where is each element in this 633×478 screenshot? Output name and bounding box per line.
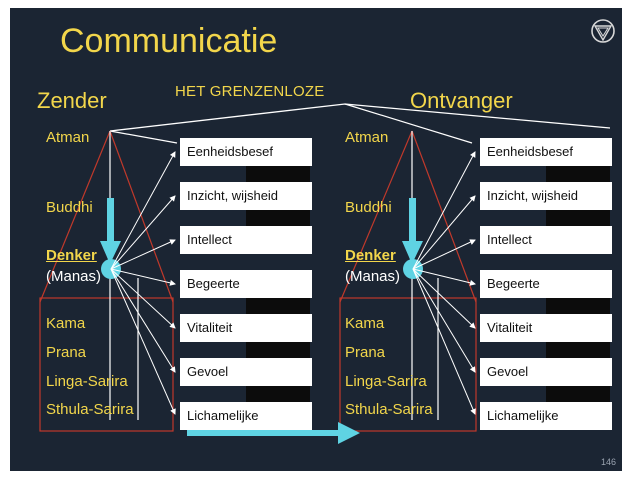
receiver-separator [546, 339, 610, 361]
receiver-denker: Denker [345, 247, 396, 264]
grenzenloze-label: HET GRENZENLOZE [175, 83, 325, 100]
receiver-separator [546, 163, 610, 185]
receiver-box-eenheidsbesef: Eenheidsbesef [480, 138, 612, 166]
sender-separator [246, 295, 310, 317]
receiver-separator [546, 383, 610, 405]
sender-prana: Prana [46, 344, 87, 361]
receiver-manas: (Manas) [345, 268, 401, 285]
sender-separator [246, 163, 310, 185]
sender-separator [246, 383, 310, 405]
sender-box-gevoel: Gevoel [180, 358, 312, 386]
slide-title: Communicatie [60, 22, 278, 60]
slide: Communicatie Zender HET GRENZENLOZE Ontv… [10, 8, 622, 471]
receiver-sthula-sarira: Sthula-Sarira [345, 401, 433, 418]
connector-lines [39, 103, 611, 444]
sender-box-intellect: Intellect [180, 226, 312, 254]
receiver-kama: Kama [345, 315, 385, 332]
receiver-separator [546, 207, 610, 229]
sender-box-vitaliteit: Vitaliteit [180, 314, 312, 342]
receiver-buddhi: Buddhi [345, 199, 392, 216]
receiver-atman: Atman [345, 129, 389, 146]
sender-box-eenheidsbesef: Eenheidsbesef [180, 138, 312, 166]
sender-box-begeerte: Begeerte [180, 270, 312, 298]
sender-kama: Kama [46, 315, 86, 332]
receiver-heading: Ontvanger [410, 88, 513, 113]
sender-heading: Zender [37, 88, 107, 113]
receiver-box-gevoel: Gevoel [480, 358, 612, 386]
receiver-box-lichamelijke: Lichamelijke [480, 402, 612, 430]
triangle-emblem-icon [591, 19, 615, 43]
sender-manas: (Manas) [46, 268, 102, 285]
sender-atman: Atman [46, 129, 90, 146]
receiver-box-vitaliteit: Vitaliteit [480, 314, 612, 342]
receiver-separator [546, 295, 610, 317]
sender-box-inzicht: Inzicht, wijsheid [180, 182, 312, 210]
receiver-box-begeerte: Begeerte [480, 270, 612, 298]
receiver-box-intellect: Intellect [480, 226, 612, 254]
receiver-linga-sarira: Linga-Sarira [345, 373, 427, 390]
receiver-prana: Prana [345, 344, 386, 361]
receiver-box-inzicht: Inzicht, wijsheid [480, 182, 612, 210]
sender-linga-sarira: Linga-Sarira [46, 373, 128, 390]
page-number: 146 [600, 457, 616, 467]
sender-box-lichamelijke: Lichamelijke [180, 402, 312, 430]
sender-sthula-sarira: Sthula-Sarira [46, 401, 134, 418]
sender-separator [246, 339, 310, 361]
sender-buddhi: Buddhi [46, 199, 93, 216]
sender-denker: Denker [46, 247, 97, 264]
sender-separator [246, 207, 310, 229]
